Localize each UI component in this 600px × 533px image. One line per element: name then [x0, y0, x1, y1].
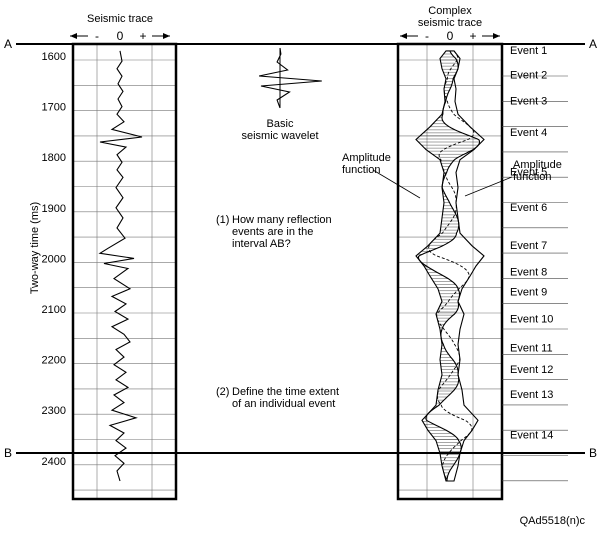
event-label: Event 2 — [510, 69, 547, 81]
right-panel-grid — [398, 44, 502, 499]
event-label: Event 5 — [510, 167, 547, 179]
event-label: Event 4 — [510, 127, 547, 139]
amplitude-label-right-line1: Amplitude — [513, 159, 562, 171]
y-tick-label: 2100 — [42, 304, 66, 316]
event-label: Event 6 — [510, 202, 547, 214]
right-polarity-minus: - — [425, 29, 429, 43]
right-panel-frame — [396, 42, 504, 501]
event-label: Event 10 — [510, 313, 553, 325]
y-tick-label: 2200 — [42, 355, 66, 367]
question-1-line1: How many reflection — [232, 214, 332, 226]
basic-wavelet-curve — [258, 47, 322, 109]
right-panel-title-line1: Complex — [428, 5, 472, 17]
marker-a-left: A — [4, 37, 12, 51]
marker-b-left: B — [4, 446, 12, 460]
y-tick-label: 1700 — [42, 102, 66, 114]
marker-a-right: A — [589, 37, 597, 51]
complex-trace-hilbert-dashed — [428, 50, 475, 482]
y-tick-label: 1600 — [42, 51, 66, 63]
right-polarity-scale: - 0 + — [400, 29, 500, 43]
event-label: Event 13 — [510, 389, 553, 401]
y-tick-label: 2400 — [42, 456, 66, 468]
left-polarity-plus: + — [139, 29, 146, 43]
amplitude-label-left-line1: Amplitude — [342, 152, 391, 164]
event-label: Event 3 — [510, 96, 547, 108]
event-label: Event 7 — [510, 240, 547, 252]
event-label: Event 11 — [510, 343, 553, 355]
event-list: Event 1 Event 2 Event 3 Event 4 Event 5 Event… — [502, 45, 568, 482]
y-axis-label: Two-way time (ms) — [29, 202, 41, 294]
question-2-line2: of an individual event — [232, 398, 335, 410]
left-panel-title: Seismic trace — [87, 13, 153, 25]
amplitude-label-left-line2: function — [342, 164, 381, 176]
complex-trace-hatching — [416, 50, 480, 480]
amplitude-pointer-left — [372, 169, 421, 199]
marker-b-right: B — [589, 446, 597, 460]
question-2-number: (2) — [216, 386, 229, 398]
y-tick-label: 1800 — [42, 152, 66, 164]
event-label: Event 8 — [510, 267, 547, 279]
question-1-line3: interval AB? — [232, 238, 291, 250]
figure-credit: QAd5518(n)c — [520, 515, 586, 527]
y-tick-label: 2300 — [42, 405, 66, 417]
amplitude-envelope — [415, 50, 485, 482]
wavelet-label-line1: Basic — [267, 118, 294, 130]
left-polarity-scale: - 0 + — [70, 29, 170, 43]
event-label: Event 9 — [510, 287, 547, 299]
question-1-number: (1) — [216, 214, 229, 226]
y-tick-label: 1900 — [42, 203, 66, 215]
y-axis-tick-labels: 1600 1700 1800 1900 2000 2100 2200 2300 2400 — [42, 51, 66, 468]
y-tick-label: 2000 — [42, 253, 66, 265]
question-1-line2: events are in the — [232, 226, 313, 238]
complex-trace-curve — [417, 50, 481, 481]
seismic-trace-curve — [98, 50, 143, 482]
event-label: Event 1 — [510, 45, 547, 57]
right-polarity-plus: + — [469, 29, 476, 43]
event-label: Event 12 — [510, 364, 553, 376]
wavelet-label-line2: seismic wavelet — [241, 130, 318, 142]
right-polarity-zero: 0 — [447, 29, 454, 43]
left-polarity-zero: 0 — [117, 29, 124, 43]
event-label: Event 14 — [510, 430, 553, 442]
right-panel-title-line2: seismic trace — [418, 17, 482, 29]
question-2-line1: Define the time extent — [232, 386, 339, 398]
amplitude-pointer-right — [464, 176, 513, 197]
left-polarity-minus: - — [95, 29, 99, 43]
amplitude-label-right-line2: function — [513, 171, 552, 183]
